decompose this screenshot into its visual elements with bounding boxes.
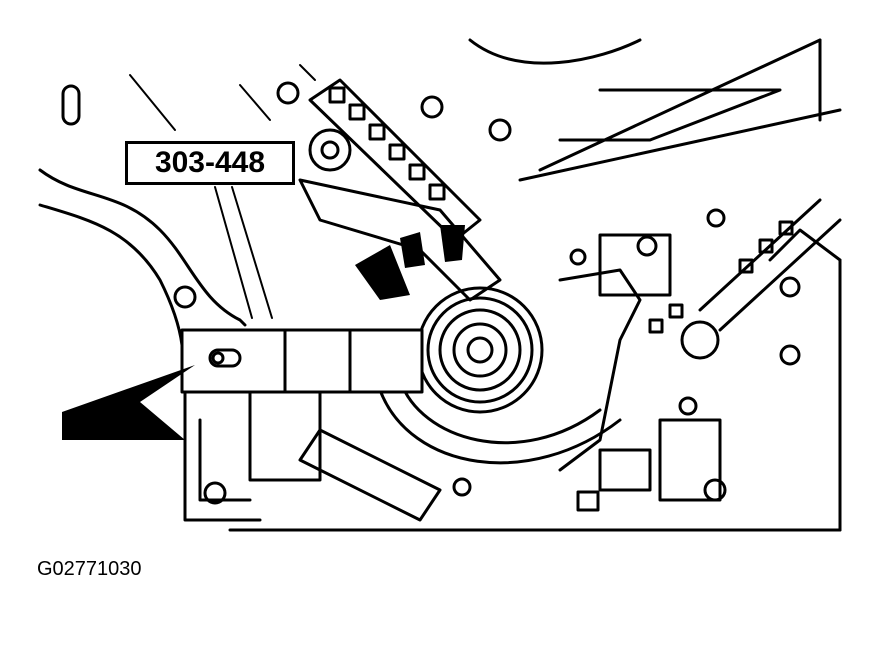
lower-right-block: [658, 418, 722, 502]
pointer-arrow-down: [355, 245, 410, 300]
chain-links-right: [648, 220, 794, 334]
oil-pump-body: [298, 428, 442, 522]
cover-lines-top: [468, 38, 842, 182]
housing-right-edge: [768, 38, 842, 532]
housing-left-contour: [38, 168, 247, 327]
right-chain-guide: [698, 198, 842, 332]
lower-chain-guide-arc: [378, 378, 622, 465]
bracket-block: [598, 233, 672, 297]
callout-leaders: [214, 186, 273, 319]
small-bolt: [576, 490, 600, 512]
tool-number-label: 303-448: [125, 141, 295, 185]
crank-sprocket: [416, 286, 544, 414]
edge-ticks: [129, 64, 316, 131]
lower-block-left: [248, 388, 322, 482]
housing-left-inner: [38, 203, 184, 347]
chain-links-upper: [328, 86, 446, 201]
guide-pivot-center: [320, 140, 340, 160]
sensor-block: [598, 448, 652, 492]
figure-id: G02771030: [37, 558, 142, 580]
guide-pivot: [308, 128, 352, 172]
right-guide-pivot: [680, 320, 720, 360]
bolt-holes: [173, 81, 801, 505]
housing-bottom-left: [183, 343, 262, 522]
sprocket-bracket: [558, 268, 642, 472]
alignment-tool-bar: [180, 328, 424, 394]
pointer-arrow-left: [62, 365, 195, 440]
pointer-arrow-small-2: [440, 225, 465, 262]
oval-slot: [61, 84, 81, 126]
pointer-arrow-small: [400, 232, 425, 268]
